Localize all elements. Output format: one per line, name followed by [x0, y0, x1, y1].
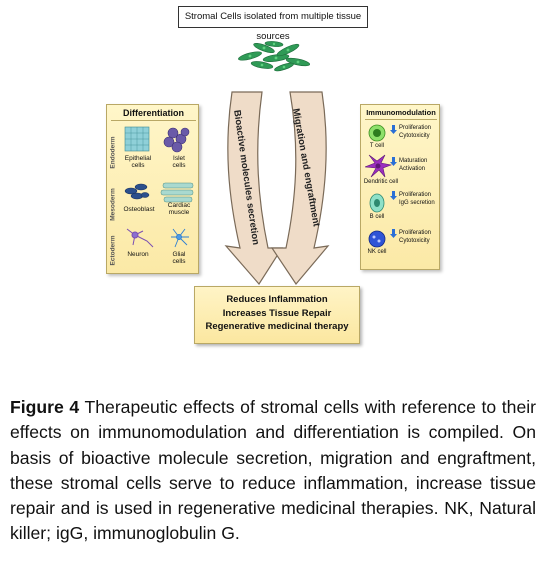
nk-cell-effects: Proliferation Cytotoxicity [399, 229, 431, 245]
immunomodulation-panel: Immunomodulation [360, 104, 440, 270]
cardiac-muscle-icon [160, 182, 194, 203]
b-cell-effects: Proliferation IgG secretion [399, 191, 435, 207]
t-cell-icon [368, 124, 386, 142]
dendritic-effect-1: Maturation [399, 158, 428, 164]
glial-cells-icon [171, 228, 189, 248]
figure-caption: Figure 4 Therapeutic effects of stromal … [10, 395, 536, 547]
arrow-bioactive-secretion [224, 91, 284, 285]
outcome-box: Reduces Inflammation Increases Tissue Re… [194, 286, 360, 344]
nk-cell-effect-1: Proliferation [399, 230, 432, 236]
b-cell-icon [369, 193, 385, 213]
immunomodulation-title: Immunomodulation [366, 108, 436, 117]
dendritic-cell-label: Dendritic cell [363, 179, 399, 185]
cardiac-muscle-label: Cardiac muscle [167, 202, 191, 216]
immune-cell-illustrations [365, 124, 397, 248]
nk-cell-icon [368, 230, 386, 248]
t-cell-effects: Proliferation Cytotoxicity [399, 124, 431, 140]
b-cell-effect-1: Proliferation [399, 192, 432, 198]
nk-cell-effect-2: Cytotoxicity [399, 238, 430, 244]
dendritic-cell-effects: Maturation Activation [399, 157, 427, 173]
t-cell-label: T cell [369, 143, 385, 149]
glial-cells-label: Glial cells [172, 251, 186, 265]
epithelial-cells-icon [124, 126, 150, 152]
islet-cells-label: Islet cells [172, 155, 186, 169]
t-cell-effect-1: Proliferation [399, 125, 432, 131]
nk-cell-label: NK cell [367, 249, 387, 255]
osteoblast-label: Osteoblast [123, 206, 155, 213]
dendritic-cell-icon [365, 154, 393, 178]
caption-label: Figure 4 [10, 397, 80, 417]
layer-label-endoderm: Endoderm [109, 136, 117, 169]
differentiation-panel: Differentiation Endoderm Mesoderm Ectode… [106, 104, 199, 274]
epithelial-cells-label: Epithelial cells [124, 155, 152, 169]
dendritic-effect-2: Activation [399, 166, 426, 172]
outcome-3: Regenerative medicinal therapy [205, 321, 349, 332]
osteoblast-icon [124, 183, 150, 200]
caption-text: Therapeutic effects of stromal cells wit… [10, 397, 537, 544]
layer-label-ectoderm: Ectoderm [109, 235, 117, 266]
t-cell-effect-2: Cytotoxicity [399, 133, 430, 139]
source-box: Stromal Cells isolated from multiple tis… [178, 6, 368, 42]
islet-cells-icon [163, 127, 190, 153]
neuron-label: Neuron [127, 251, 149, 258]
cell-illustrations [124, 126, 194, 248]
b-cell-label: B cell [369, 214, 385, 220]
b-cell-effect-2: IgG secretion [399, 200, 435, 206]
curved-arrows [224, 91, 330, 285]
outcome-1: Reduces Inflammation [226, 294, 328, 305]
arrow-migration-engraftment [270, 91, 330, 285]
neuron-icon [126, 228, 154, 248]
stromal-cells-illustration [238, 41, 311, 72]
diagram: Stromal Cells isolated from multiple tis… [106, 6, 440, 344]
outcome-2: Increases Tissue Repair [222, 307, 332, 319]
layer-label-mesoderm: Mesoderm [109, 188, 117, 221]
differentiation-title: Differentiation [122, 108, 184, 118]
